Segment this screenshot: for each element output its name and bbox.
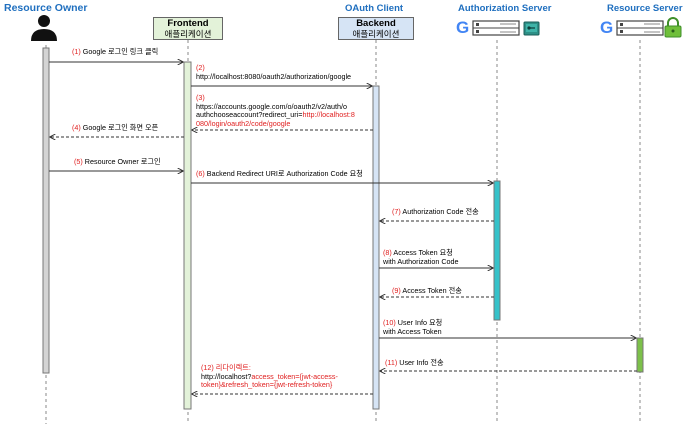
message-2: (2) http://localhost:8080/oauth2/authori…	[196, 63, 352, 81]
message-number: (1)	[72, 47, 81, 56]
message-text: http://localhost?access_token={jwt-acces…	[201, 371, 338, 381]
activation-frontend	[183, 61, 192, 410]
message-number: (7)	[392, 207, 401, 216]
server-icon	[472, 20, 520, 36]
backend-title: Backend	[356, 18, 396, 29]
message-number: (4)	[72, 123, 81, 132]
message-text: Google 로그인 링크 클릭	[82, 47, 159, 56]
message-9: (9) Access Token 전송	[392, 286, 462, 296]
message-text: Google 로그인 화면 오픈	[82, 123, 159, 132]
message-1: (1) Google 로그인 링크 클릭	[72, 47, 159, 57]
message-number: (12)	[201, 363, 214, 372]
message-text: with Access Token	[383, 326, 442, 336]
message-number: (6)	[196, 169, 205, 178]
message-number: (5)	[74, 157, 83, 166]
message-text: with Authorization Code	[383, 256, 459, 266]
message-8: (8) Access Token 요청 with Authorization C…	[383, 248, 459, 266]
oauth-client-label: OAuth Client	[345, 3, 404, 14]
google-icon: G	[456, 18, 470, 37]
message-number: (11)	[385, 358, 398, 367]
activation-auth-server	[493, 180, 501, 321]
lock-icon	[664, 17, 682, 38]
message-number: (9)	[392, 286, 401, 295]
message-number: (10)	[383, 318, 396, 327]
message-text: Authorization Code 전송	[402, 207, 479, 216]
message-number: (8)	[383, 248, 392, 257]
google-icon: G	[600, 18, 614, 37]
message-5: (5) Resource Owner 로그인	[74, 157, 161, 167]
message-number: (2)	[196, 63, 205, 72]
message-12: (12) 리다이렉트: http://localhost?access_toke…	[201, 363, 338, 390]
message-6: (6) Backend Redirect URI로 Authorization …	[196, 169, 363, 179]
frontend-title: Frontend	[167, 18, 209, 29]
message-text: https://accounts.google.com/o/oauth2/v2/…	[196, 101, 348, 111]
message-text: 리다이렉트:	[215, 363, 251, 372]
resource-server-title: Resource Server	[607, 3, 683, 14]
activation-backend	[372, 85, 380, 410]
activation-resource-server	[636, 337, 644, 373]
message-text: User Info 전송	[399, 358, 444, 367]
message-number: (3)	[196, 93, 205, 102]
message-7: (7) Authorization Code 전송	[392, 207, 479, 217]
message-11: (11) User Info 전송	[385, 358, 444, 368]
auth-server-title: Authorization Server	[458, 3, 552, 14]
message-text: Backend Redirect URI로 Authorization Code…	[206, 169, 363, 178]
key-monitor-icon	[523, 21, 540, 36]
person-icon	[31, 15, 57, 41]
backend-box: Backend 애플리케이션	[338, 17, 414, 40]
message-text: Access Token 전송	[402, 286, 462, 295]
message-text: http://localhost:8080/oauth2/authorizati…	[196, 71, 352, 81]
frontend-subtitle: 애플리케이션	[164, 29, 212, 39]
message-text: 080/login/oauth2/code/google	[196, 118, 291, 128]
resource-owner-title: Resource Owner	[4, 2, 88, 14]
message-10: (10) User Info 요청 with Access Token	[383, 318, 443, 336]
message-4: (4) Google 로그인 화면 오픈	[72, 123, 159, 133]
message-3: (3) https://accounts.google.com/o/oauth2…	[196, 93, 355, 128]
frontend-box: Frontend 애플리케이션	[153, 17, 223, 40]
server-icon	[616, 20, 664, 36]
message-text: Access Token 요청	[393, 248, 453, 257]
message-text: Resource Owner 로그인	[84, 157, 161, 166]
message-text: User Info 요청	[397, 318, 443, 327]
message-text: token}&refresh_token={jwt-refresh-token}	[201, 380, 333, 390]
message-text: authchooseaccount?redirect_uri=http://lo…	[196, 110, 355, 120]
backend-subtitle: 애플리케이션	[352, 29, 400, 39]
activation-resource-owner	[42, 47, 50, 374]
